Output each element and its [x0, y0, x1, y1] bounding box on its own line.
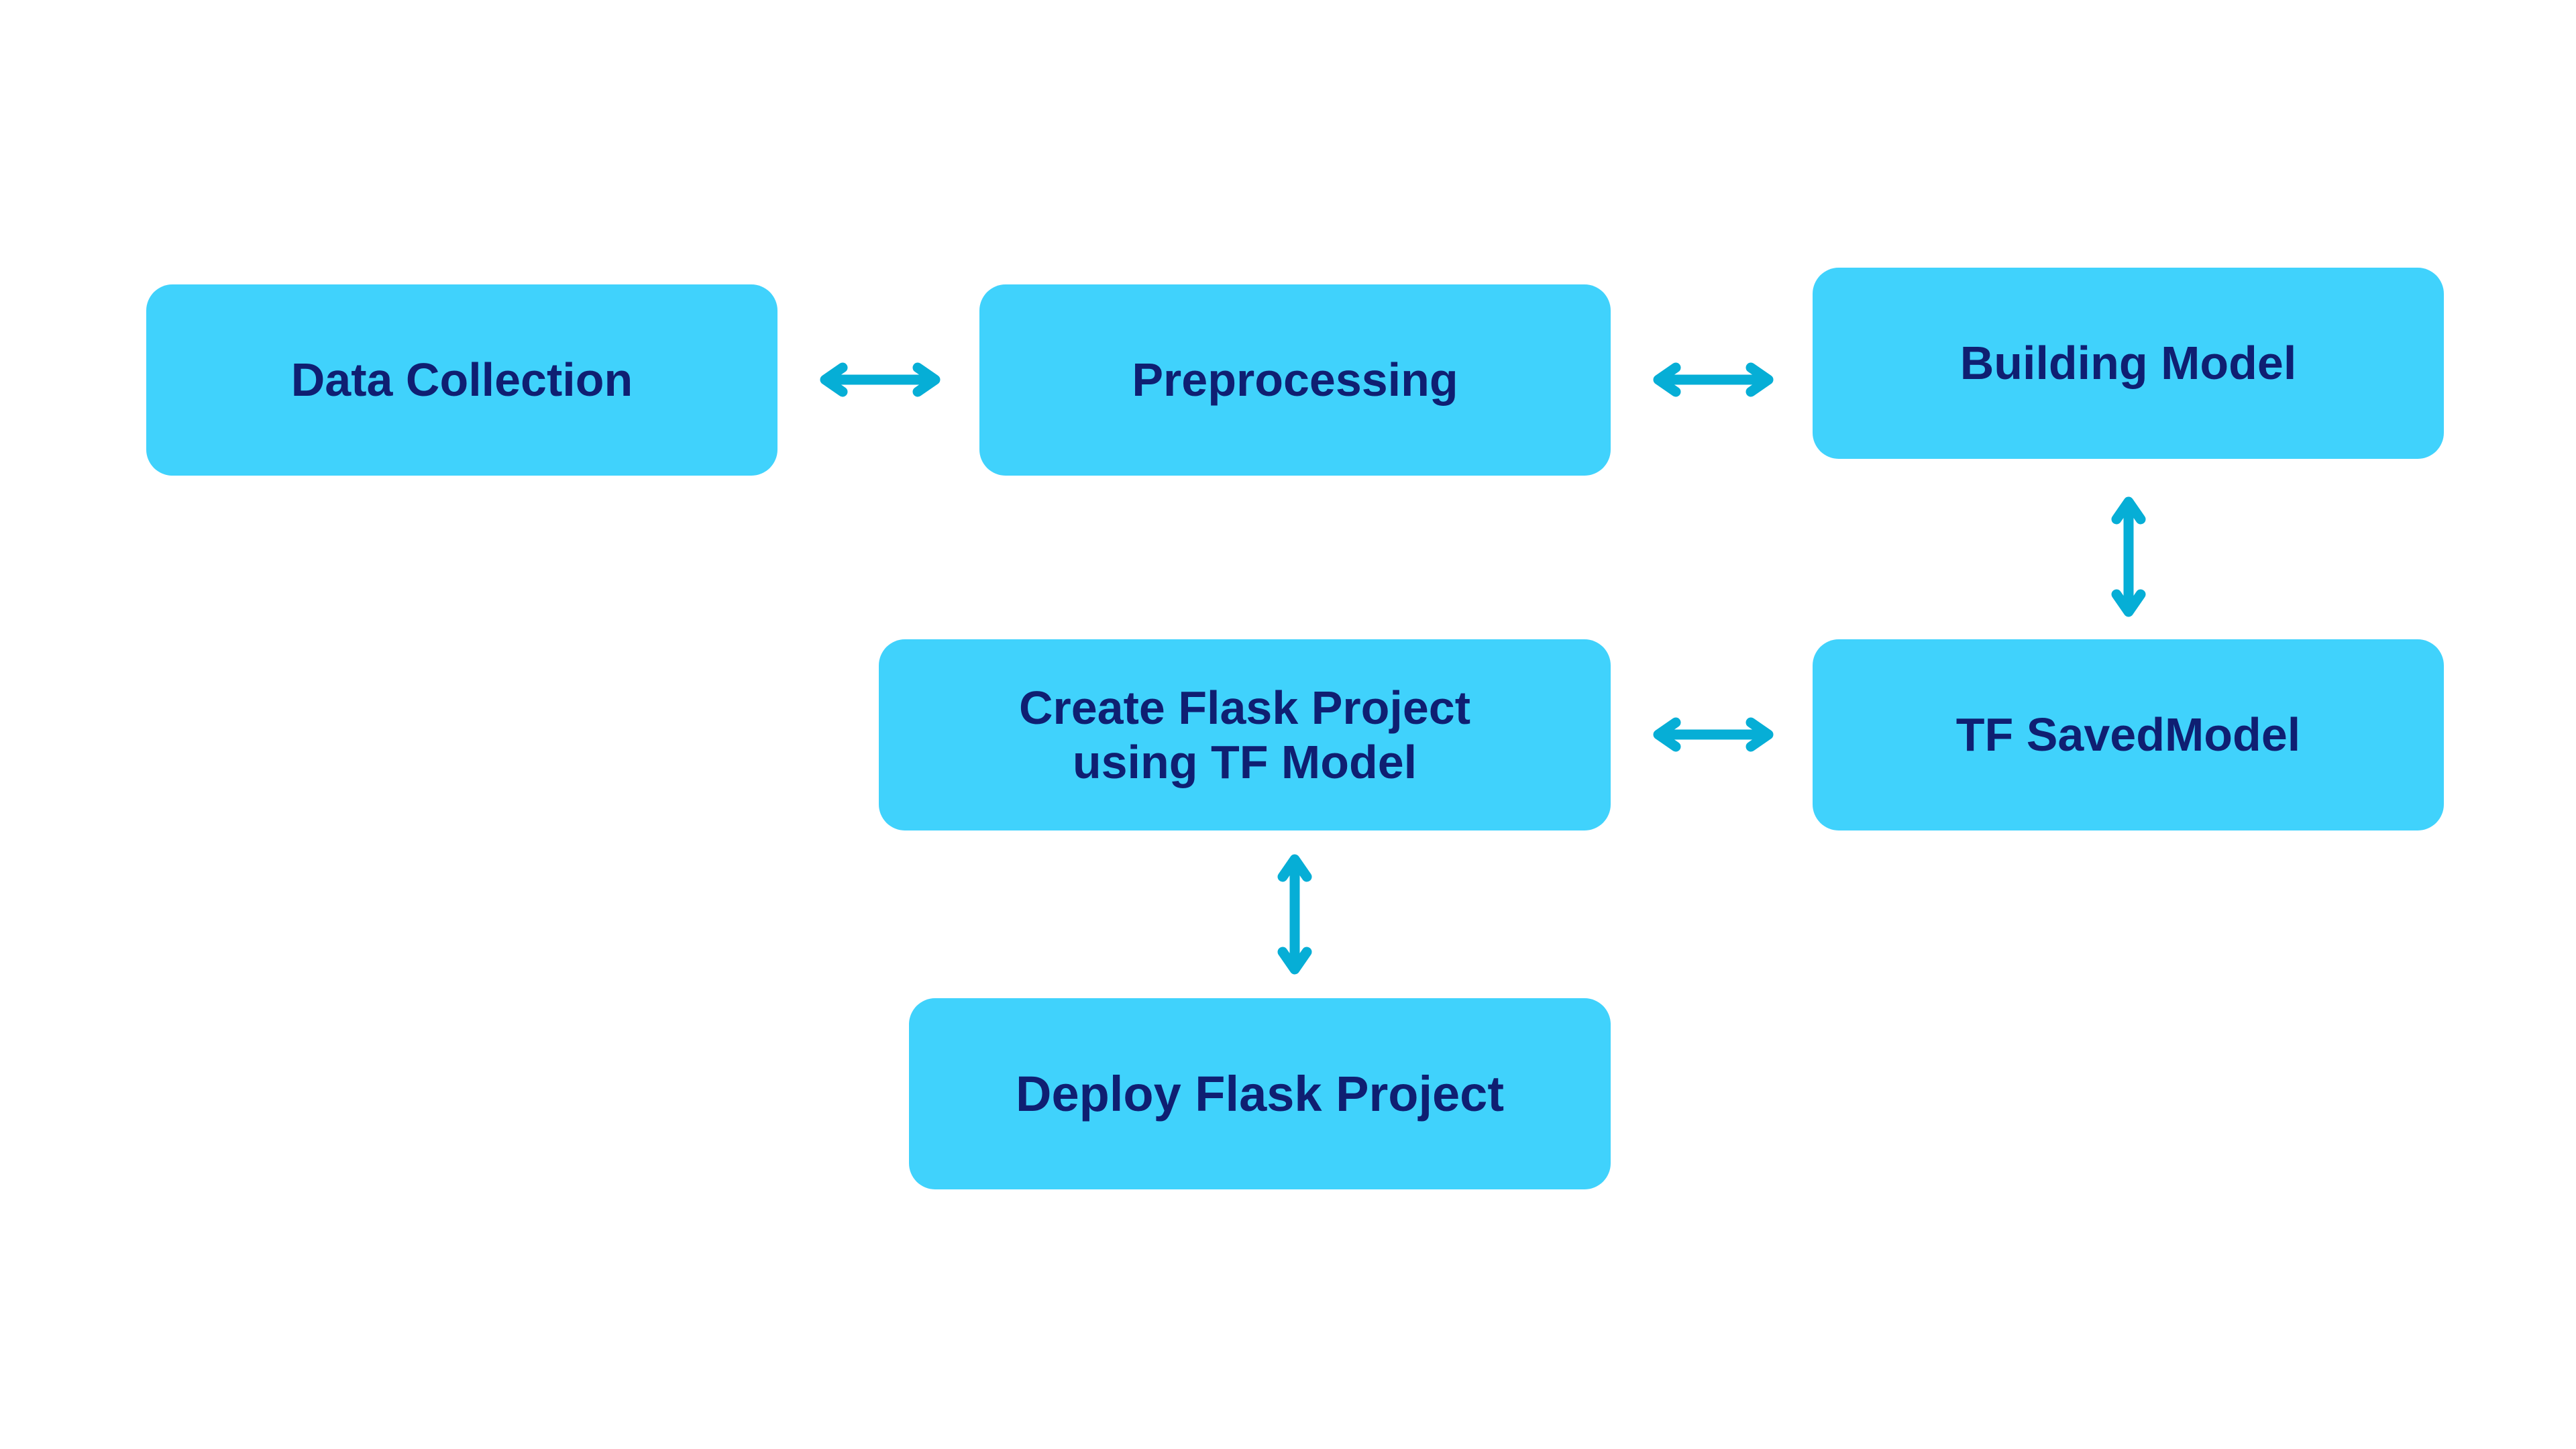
- arrow-data-collection-preprocessing: [820, 362, 941, 397]
- node-data-collection-label: Data Collection: [290, 354, 633, 407]
- arrow-building-model-tf-savedmodel: [2111, 496, 2146, 617]
- node-preprocessing: Preprocessing: [979, 284, 1611, 476]
- node-data-collection: Data Collection: [146, 284, 777, 476]
- node-deploy-flask-project-label: Deploy Flask Project: [1016, 1065, 1504, 1122]
- node-create-flask-project: Create Flask Project using TF Model: [879, 639, 1611, 830]
- node-tf-savedmodel: TF SavedModel: [1813, 639, 2444, 830]
- node-tf-savedmodel-label: TF SavedModel: [1955, 708, 2301, 761]
- node-preprocessing-label: Preprocessing: [1132, 354, 1458, 407]
- node-create-flask-project-label: Create Flask Project using TF Model: [1018, 682, 1471, 788]
- arrow-tf-savedmodel-create-flask: [1653, 717, 1774, 752]
- arrow-create-flask-deploy-flask: [1277, 854, 1312, 975]
- node-deploy-flask-project: Deploy Flask Project: [909, 998, 1611, 1189]
- node-building-model: Building Model: [1813, 268, 2444, 459]
- arrow-preprocessing-building-model: [1653, 362, 1774, 397]
- node-building-model-label: Building Model: [1960, 337, 2297, 390]
